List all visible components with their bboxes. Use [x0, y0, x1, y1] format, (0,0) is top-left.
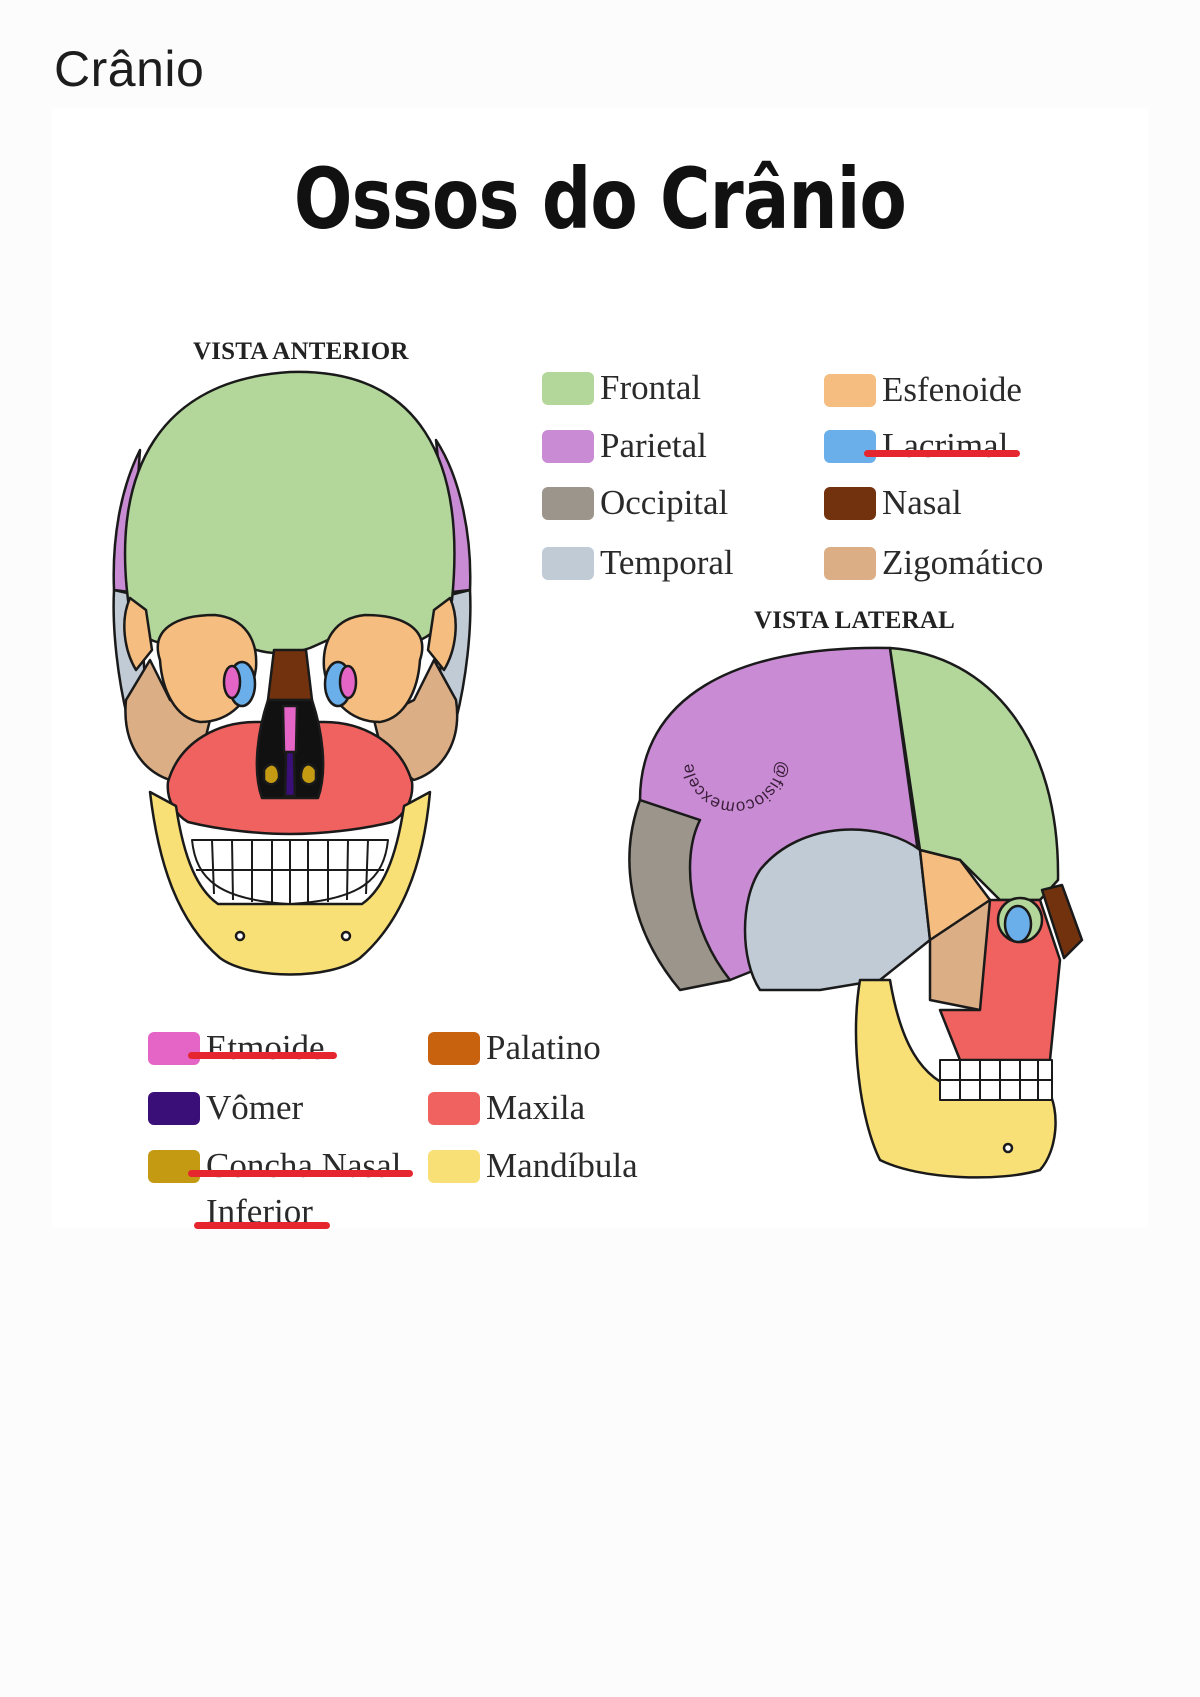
- diagram-heading: Ossos do Crânio: [293, 150, 907, 248]
- red-strikethrough-mark: [188, 1052, 337, 1059]
- legend-swatch: [824, 429, 876, 463]
- legend-swatch: [824, 373, 876, 407]
- legend-swatch: [428, 1149, 480, 1183]
- legend-label: Zigomático: [882, 543, 1044, 582]
- legend-swatch: [148, 1149, 200, 1183]
- legend_top-item-nasal: Nasal: [824, 483, 962, 522]
- legend-label: Vômer: [206, 1088, 304, 1127]
- anterior-view-label: VISTA ANTERIOR: [193, 338, 409, 365]
- legend_bottom-item-maxila: Maxila: [428, 1088, 586, 1127]
- red-strikethrough-mark: [864, 450, 1020, 457]
- anterior-teeth: [191, 839, 389, 905]
- red-strikethrough-mark: [194, 1222, 330, 1229]
- lateral-mandibula: [854, 978, 1057, 1179]
- anterior-etmoide-right: [338, 664, 358, 700]
- legend-label: Parietal: [600, 426, 707, 465]
- lateral-view-label: VISTA LATERAL: [754, 607, 956, 634]
- anterior-concha-right: [299, 763, 318, 786]
- legend_top-item-temporal: Temporal: [542, 543, 734, 582]
- legend_bottom-item-etmoide: Etmoide: [148, 1028, 325, 1067]
- lateral-nasal: [1040, 883, 1084, 960]
- legend-label: Nasal: [882, 483, 962, 522]
- legend_top-item-parietal: Parietal: [542, 426, 707, 465]
- legend_top-item-zigom-tico: Zigomático: [824, 543, 1044, 582]
- legend_top-item-occipital: Occipital: [542, 483, 729, 522]
- legend-swatch: [824, 546, 876, 580]
- anterior-concha-left: [262, 763, 281, 786]
- legend_top-item-frontal: Frontal: [542, 368, 702, 407]
- legend-label: Temporal: [600, 543, 734, 582]
- anterior-esfenoide-left: [123, 596, 154, 672]
- legend-swatch: [542, 371, 594, 405]
- lateral-skull: [628, 646, 1084, 1179]
- lateral-lacrimal: [1003, 904, 1033, 944]
- anterior-frontal: [123, 370, 456, 655]
- legend-swatch: [542, 486, 594, 520]
- anterior-esfenoide-right: [426, 596, 457, 672]
- legend-swatch: [824, 486, 876, 520]
- anterior-foramen-right: [340, 930, 352, 942]
- legend-swatch: [148, 1091, 200, 1125]
- legend_bottom-item-v-mer: Vômer: [148, 1088, 304, 1127]
- legend_bottom-item-palatino: Palatino: [428, 1028, 601, 1067]
- anterior-skull: [112, 370, 472, 976]
- legend-swatch: [542, 546, 594, 580]
- legend-swatch: [542, 429, 594, 463]
- lateral-mental-foramen: [1002, 1142, 1014, 1154]
- legend_top-item-esfenoide: Esfenoide: [824, 370, 1022, 409]
- anterior-mandibula: [148, 790, 432, 976]
- legend_bottom-item-mand-bula: Mandíbula: [428, 1146, 638, 1185]
- anterior-etmoide-left: [222, 664, 242, 700]
- legend-label: Maxila: [486, 1088, 586, 1127]
- legend-swatch: [148, 1031, 200, 1065]
- legend-label: Concha Nasal: [206, 1146, 402, 1185]
- legend-label: Esfenoide: [882, 370, 1022, 409]
- legend-label: Mandíbula: [486, 1146, 638, 1185]
- legend-swatch: [428, 1031, 480, 1065]
- legend-label: Palatino: [486, 1028, 601, 1067]
- red-strikethrough-mark: [188, 1170, 413, 1177]
- anterior-etmoide-center: [281, 704, 299, 754]
- legend-swatch: [428, 1091, 480, 1125]
- legend_top-item-lacrimal: Lacrimal: [824, 426, 1009, 465]
- legend-label: Occipital: [600, 483, 729, 522]
- page-title: Crânio: [54, 41, 205, 97]
- anterior-foramen-left: [234, 930, 246, 942]
- legend_bottom-item-concha-nasal: Concha Nasal: [148, 1146, 402, 1185]
- legend-label: Lacrimal: [882, 426, 1009, 465]
- legend-label: Frontal: [600, 368, 702, 407]
- legend-label: Etmoide: [206, 1028, 325, 1067]
- lateral-teeth: [939, 1059, 1053, 1101]
- anterior-nasal: [266, 648, 314, 702]
